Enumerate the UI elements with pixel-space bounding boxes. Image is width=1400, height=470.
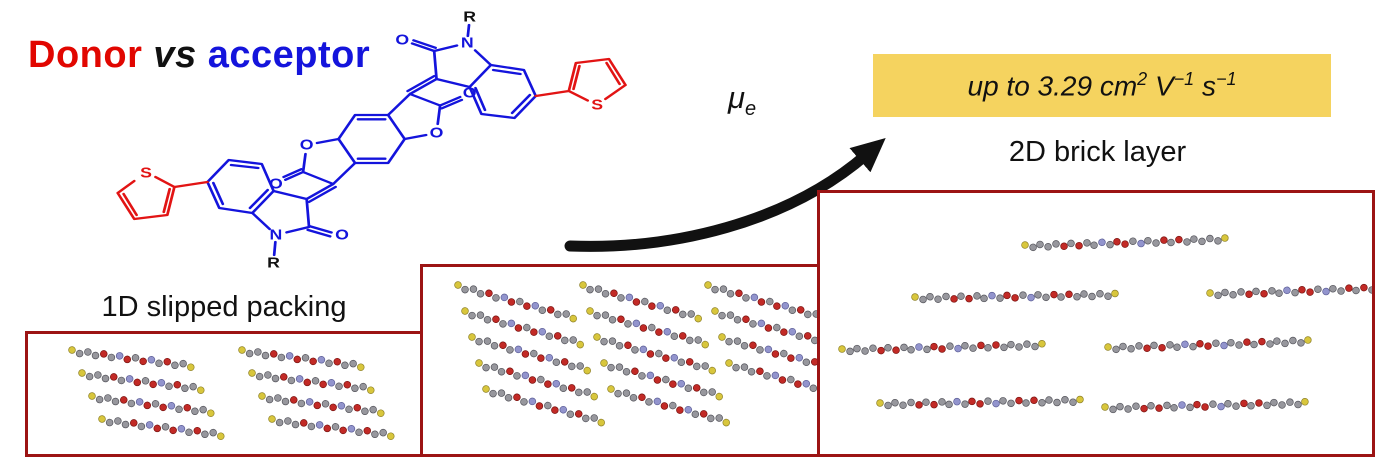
packing-cluster	[702, 280, 817, 402]
acceptor-core	[206, 23, 538, 257]
brick-layer-rows	[838, 234, 1372, 414]
r-group-label: R	[267, 255, 280, 271]
crystal-packing-1d-image	[67, 345, 396, 441]
electron-mobility-symbol: μe	[728, 80, 756, 121]
panel-transition-packing	[420, 264, 820, 457]
title-donor: Donor	[28, 34, 143, 76]
crystal-packing-mid-image	[452, 280, 817, 428]
molecule-structure: O O O O O O N N S S R R	[116, 9, 627, 271]
mobility-text: s	[1194, 70, 1216, 102]
oxygen-label: O	[269, 176, 283, 192]
slipped-packing-label: 1D slipped packing	[101, 291, 347, 323]
mu-subscript: e	[744, 98, 757, 121]
oxygen-label: O	[430, 125, 444, 141]
donor-thiophenes	[116, 57, 627, 221]
packing-cluster	[452, 280, 607, 428]
oxygen-label: O	[463, 85, 477, 101]
oxygen-label: O	[395, 32, 409, 48]
r-group-label: R	[463, 9, 476, 25]
mobility-value-banner: up to 3.29 cm2 V−1 s−1	[873, 54, 1331, 117]
mobility-text: up to 3.29 cm	[967, 70, 1138, 102]
page-title: Donor vs acceptor	[28, 34, 370, 77]
packing-cluster	[67, 345, 226, 441]
oxygen-label: O	[300, 137, 314, 153]
title-acceptor: acceptor	[207, 34, 371, 76]
packing-cluster	[237, 345, 396, 441]
sulfur-label: S	[140, 165, 152, 181]
oxygen-label: O	[335, 227, 349, 243]
nitrogen-label: N	[461, 35, 474, 51]
brick-layer-label: 2D brick layer	[1008, 136, 1187, 168]
mobility-text: V	[1147, 70, 1174, 102]
nitrogen-label: N	[270, 227, 283, 243]
mobility-sup: 2	[1137, 68, 1148, 89]
crystal-packing-2d-image	[838, 234, 1372, 414]
mobility-sup: −1	[1173, 68, 1195, 89]
packing-cluster	[577, 280, 732, 428]
panel-2d-brick	[817, 190, 1375, 457]
panel-1d-packing	[25, 331, 423, 457]
transformation-arrow	[564, 138, 886, 252]
title-vs: vs	[142, 34, 208, 76]
mu-symbol: μ	[728, 80, 745, 115]
sulfur-label: S	[591, 97, 603, 113]
mobility-sup: −1	[1215, 68, 1237, 89]
